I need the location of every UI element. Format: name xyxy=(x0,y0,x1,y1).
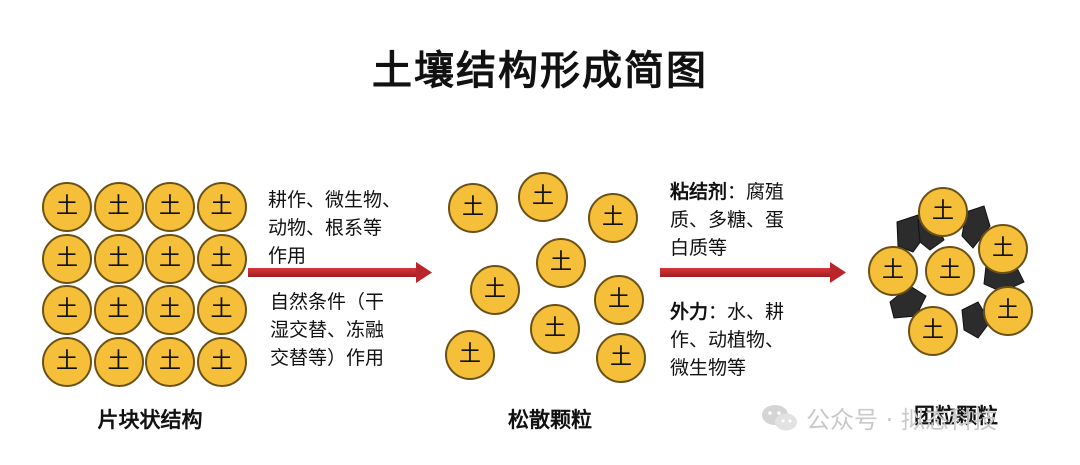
soil-particle: 土 xyxy=(530,304,580,354)
binder-desc: 质、多糖、蛋 xyxy=(670,209,785,231)
soil-particle: 土 xyxy=(908,306,958,356)
soil-particle: 土 xyxy=(445,330,495,380)
soil-particle: 土 xyxy=(196,336,247,387)
process2-binder: 粘结剂：腐殖 质、多糖、蛋 白质等 xyxy=(670,178,784,262)
arrow-2 xyxy=(660,262,846,283)
diagram-title: 土壤结构形成简图 xyxy=(372,48,708,94)
soil-particle: 土 xyxy=(42,336,92,387)
soil-particle: 土 xyxy=(42,182,92,232)
soil-particle: 土 xyxy=(145,336,195,387)
process1-natural: 自然条件（干 湿交替、冻融 交替等）作用 xyxy=(270,288,384,372)
binder-desc: ：腐殖 xyxy=(727,181,785,203)
soil-particle: 土 xyxy=(93,336,144,387)
process1-line: 动物、根系等 xyxy=(268,217,383,239)
soil-particle: 土 xyxy=(145,182,195,232)
soil-particle: 土 xyxy=(145,285,195,335)
process1-biological: 耕作、微生物、 动物、根系等 作用 xyxy=(268,186,401,270)
wechat-icon xyxy=(762,404,797,430)
watermark-text: 公众号 · 拟态科技 xyxy=(806,406,997,434)
caption-platy: 片块状结构 xyxy=(97,408,203,432)
force-desc: ：水、耕 xyxy=(708,301,785,323)
soil-particle: 土 xyxy=(196,233,247,284)
soil-particle: 土 xyxy=(42,285,92,335)
force-desc: 微生物等 xyxy=(670,357,747,379)
binder-desc: 白质等 xyxy=(670,237,728,259)
process1-line: 湿交替、冻融 xyxy=(270,319,385,341)
soil-particle: 土 xyxy=(518,172,568,222)
caption-aggregate: 团粒颗粒 xyxy=(914,404,998,428)
process1-line: 自然条件（干 xyxy=(270,291,385,313)
soil-particle: 土 xyxy=(93,233,144,284)
process1-line: 耕作、微生物、 xyxy=(268,189,402,211)
soil-particle: 土 xyxy=(470,265,520,315)
process2-force: 外力：水、耕 作、动植物、 微生物等 xyxy=(670,298,784,382)
soil-particle: 土 xyxy=(925,246,975,296)
soil-particle: 土 xyxy=(536,238,586,288)
soil-particle: 土 xyxy=(868,246,918,296)
binder-term: 粘结剂 xyxy=(670,181,728,203)
force-desc: 作、动植物、 xyxy=(670,329,785,351)
force-term: 外力 xyxy=(670,301,709,323)
soil-particle: 土 xyxy=(978,224,1028,274)
soil-particle: 土 xyxy=(145,233,195,284)
soil-particle: 土 xyxy=(596,333,646,383)
soil-particle: 土 xyxy=(196,182,247,232)
soil-particle: 土 xyxy=(93,182,144,232)
soil-particle: 土 xyxy=(42,233,92,284)
soil-particle: 土 xyxy=(196,285,247,335)
soil-particle: 土 xyxy=(448,183,498,233)
caption-loose: 松散颗粒 xyxy=(508,408,592,432)
soil-particle: 土 xyxy=(594,275,644,325)
soil-particle: 土 xyxy=(588,193,638,243)
soil-particle: 土 xyxy=(93,285,144,335)
process1-line: 作用 xyxy=(268,245,307,267)
watermark: 公众号 · 拟态科技 xyxy=(760,400,997,435)
arrow-1 xyxy=(248,262,432,283)
process1-line: 交替等）作用 xyxy=(270,347,385,369)
soil-particle: 土 xyxy=(983,286,1033,336)
soil-particle: 土 xyxy=(918,187,968,237)
